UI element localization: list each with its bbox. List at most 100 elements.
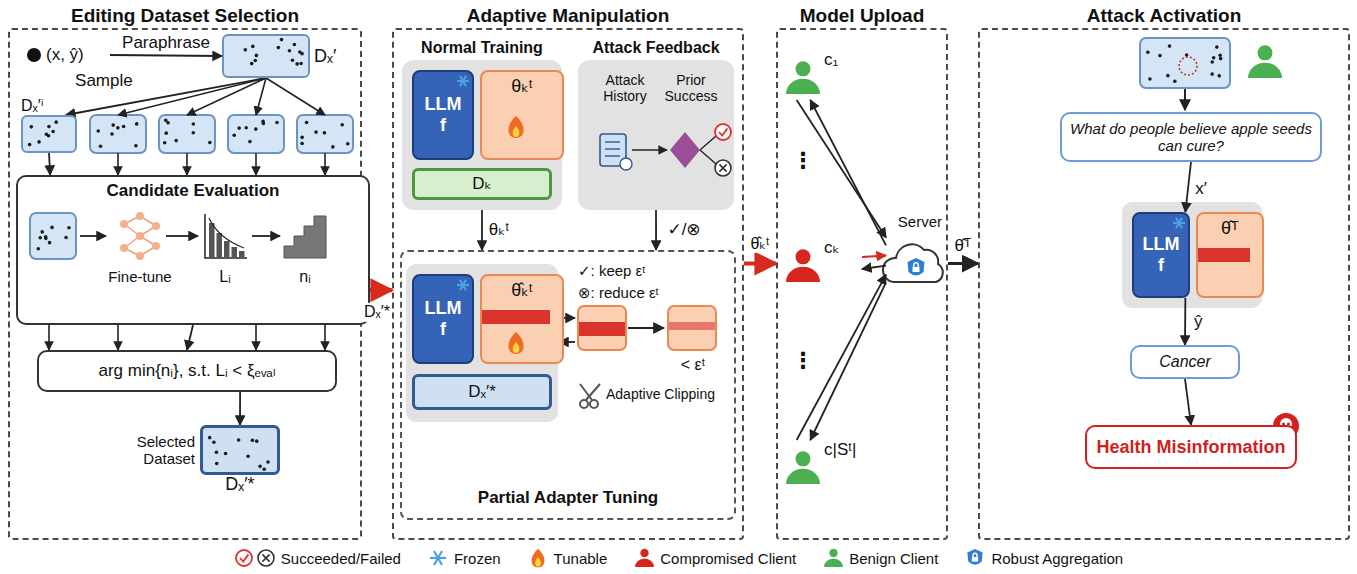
- stage-panel: Attack ActivationWhat do people believe …: [978, 28, 1350, 540]
- person-head: [796, 249, 811, 264]
- node-text: Dₖ: [466, 174, 498, 194]
- arrow-line: [1184, 89, 1186, 110]
- chart-bar: [239, 251, 245, 257]
- data-dot: [261, 120, 265, 124]
- connector: [810, 100, 886, 245]
- annotation: Fine-tune: [108, 268, 171, 285]
- snowflake-arm: [460, 76, 466, 86]
- node-drawing: [30, 212, 326, 260]
- node-label: Dₓ′*: [183, 474, 297, 495]
- node-label: θ̂ₖᵗ: [482, 280, 562, 301]
- annotation: Lᵢ: [219, 268, 230, 286]
- data-dot: [288, 49, 292, 53]
- data-dot: [110, 132, 114, 136]
- node-label: Attack History: [586, 72, 664, 104]
- dataset-box: [1140, 38, 1230, 88]
- loss-curve: [209, 218, 244, 248]
- data-dot: [262, 467, 266, 471]
- history-icon: Attack History: [586, 68, 664, 202]
- scissors-ring: [590, 400, 598, 408]
- dataset-box: Dₖ: [412, 168, 552, 200]
- node-label: Model Upload: [758, 5, 966, 27]
- adapter-box: [578, 306, 626, 350]
- person-head: [641, 549, 649, 557]
- connector: [810, 282, 886, 440]
- connector: [862, 256, 886, 257]
- data-dot: [40, 230, 44, 234]
- data-dot: [224, 452, 228, 456]
- data-dot: [266, 460, 270, 464]
- arrow-line: [166, 235, 198, 237]
- node-drawing: [508, 116, 523, 138]
- query-box: What do people believe apple seeds can c…: [1060, 112, 1322, 162]
- arrow-line: [48, 325, 50, 350]
- snowflake-arm: [460, 76, 466, 86]
- annotation: ⋮: [792, 348, 814, 373]
- success-icon: [236, 550, 252, 566]
- edge-label: ✓/⊗: [665, 220, 702, 240]
- node-label: θₖᵗ: [482, 76, 562, 97]
- data-dot: [215, 462, 219, 466]
- person-body: [786, 469, 820, 484]
- node-label: Server: [898, 213, 942, 230]
- data-dot: [299, 62, 303, 66]
- node-illustration: [578, 60, 734, 210]
- data-dot: [208, 436, 212, 440]
- annotation: nᵢ: [299, 268, 310, 286]
- input-pair: (x, ŷ): [26, 43, 110, 67]
- legend-symbol: [633, 547, 655, 569]
- dataset-box: Selected DatasetDₓ′*: [200, 425, 280, 475]
- edge-label: Sample: [73, 71, 135, 91]
- data-dot: [244, 48, 248, 52]
- flame-core: [513, 342, 520, 353]
- data-dot: [254, 127, 258, 131]
- flame-core: [535, 557, 541, 566]
- data-dot: [277, 46, 281, 50]
- chart-bar: [209, 223, 215, 257]
- chart-bar: [217, 233, 223, 257]
- arrow-line: [255, 153, 257, 175]
- data-dot: [1173, 79, 1177, 83]
- data-dot: [116, 126, 120, 130]
- data-dot: [163, 141, 167, 145]
- node-text: arg min{nᵢ}, s.t. Lᵢ < ξₑᵥₐₗ: [92, 361, 281, 381]
- document-line: [605, 141, 620, 142]
- node-drawing: [482, 310, 550, 354]
- network-node: [136, 232, 144, 240]
- node-label: c|Sᵗ|: [824, 440, 856, 460]
- data-dot: [174, 139, 178, 143]
- flame-icon: [508, 332, 523, 354]
- data-dot: [44, 235, 48, 239]
- client-icon: c₁: [786, 50, 862, 100]
- data-dot: [45, 132, 49, 136]
- llm-box: LLM f: [412, 274, 474, 364]
- node-drawing: [208, 436, 270, 471]
- person-head: [1258, 45, 1273, 60]
- data-dot: [1185, 53, 1189, 57]
- annotation: ⊗: reduce εᵗ: [578, 284, 659, 301]
- node-label: Adaptive Manipulation: [374, 5, 762, 27]
- arrow-line: [186, 153, 188, 175]
- data-dot: [1219, 57, 1223, 61]
- node-text: LLM f: [1143, 234, 1180, 275]
- edge-label: θ̂ᵀ: [953, 236, 974, 256]
- scissors-blade: [580, 384, 600, 400]
- node-drawing: [244, 38, 304, 66]
- failure-icon: [715, 160, 731, 176]
- node-drawing: [457, 280, 469, 290]
- data-dot: [51, 130, 55, 134]
- snowflake-arm: [460, 280, 466, 290]
- document-line: [605, 148, 620, 149]
- diamond-shape: [670, 132, 700, 168]
- edge-label: Dₓ′*: [362, 303, 392, 321]
- annotation: ✓: keep εᵗ: [578, 262, 646, 279]
- connector: [1185, 379, 1191, 425]
- node-label: cₖ: [824, 238, 840, 258]
- chart-axis: [205, 214, 247, 258]
- legend-symbol: [964, 547, 986, 569]
- node-illustration: [222, 34, 310, 78]
- data-dot: [67, 226, 71, 230]
- node-label: Prior Success: [654, 72, 728, 104]
- data-dot: [135, 122, 139, 126]
